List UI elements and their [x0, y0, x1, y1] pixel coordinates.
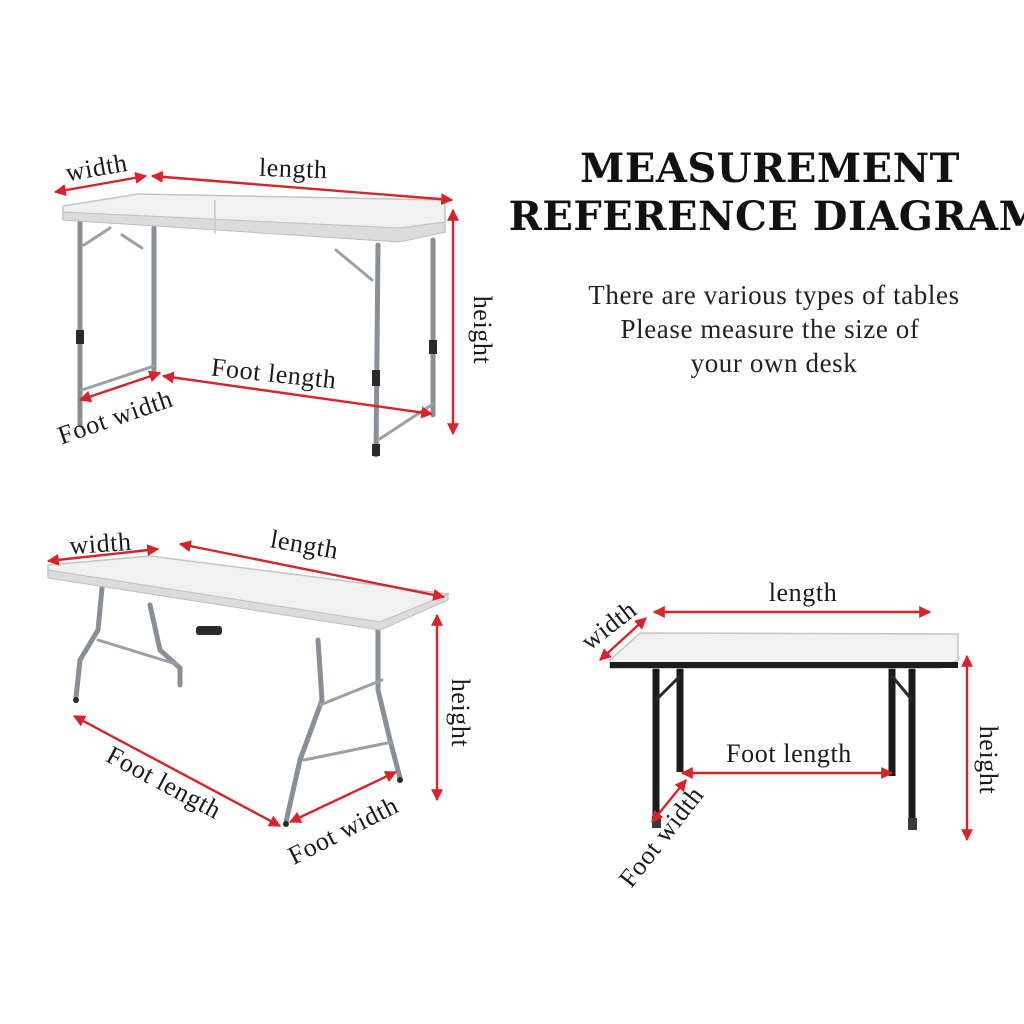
table-3-leg-foot — [908, 818, 917, 830]
table-3-foot-width-arrow — [651, 779, 687, 823]
table-2-leg-front-right — [283, 637, 325, 825]
table-1-handle — [120, 233, 144, 250]
table-2-leg-back-right — [375, 625, 403, 781]
table-1-foot-width-arrow — [78, 370, 162, 403]
table-3-length-label: length — [769, 578, 838, 607]
table-1-brace-b — [334, 248, 374, 282]
table-3-measurements: width length height Foot length Foot wid… — [575, 578, 1003, 893]
table-2-foot-length-label: Foot length — [102, 740, 227, 825]
table-2-leg-foot — [73, 697, 79, 703]
table-2-foot-width-arrow — [288, 770, 398, 824]
table-1-brace-a — [82, 226, 112, 247]
table-1-foot-length-label: Foot length — [210, 353, 338, 395]
table-3-brace-left — [654, 674, 682, 702]
table-2-handle — [196, 626, 222, 635]
table-1-leg-front-right — [373, 242, 381, 458]
table-3-foot-length-label: Foot length — [726, 739, 852, 768]
table-3-foot-width-label: Foot width — [613, 781, 709, 893]
table-2-foot-length-arrow — [72, 714, 282, 828]
table-2-leg-back-left — [73, 585, 105, 701]
table-1-tabletop-edge — [62, 211, 446, 243]
table-1-length-label: length — [259, 153, 329, 184]
table-2-foot-width-label: Foot width — [283, 790, 403, 870]
table-3-brace-right — [890, 675, 914, 701]
note-line-3: your own desk — [691, 348, 858, 378]
title-line-2: REFERENCE DIAGRAM — [509, 193, 1024, 240]
table-1-illustration — [62, 193, 446, 458]
table-3-illustration — [609, 632, 959, 830]
table-2-width-label: width — [68, 527, 132, 560]
table-2-leg-foot — [397, 777, 403, 783]
table-1-length-arrow — [150, 170, 454, 206]
table-2-brace-left — [96, 638, 178, 666]
table-2-brace-foot — [302, 740, 394, 762]
table-3-frame — [610, 662, 958, 668]
table-1-height-label: height — [468, 296, 497, 365]
table-1-leg-foot — [372, 444, 380, 456]
table-2-tabletop-edge — [47, 569, 449, 631]
table-1-leg-clip — [76, 330, 84, 344]
table-2-leg-foot — [283, 821, 289, 827]
note-line-2: Please measure the size of — [621, 314, 920, 344]
table-2-height-label: height — [446, 679, 475, 748]
table-1-foot-length-arrow — [161, 371, 434, 419]
table-2-tabletop — [47, 555, 451, 629]
table-2-length-label: length — [268, 524, 341, 564]
table-2-illustration — [47, 555, 451, 827]
table-3-width-arrow — [599, 617, 647, 661]
note-line-1: There are various types of tables — [588, 280, 959, 310]
table-2-width-arrow — [46, 544, 160, 566]
table-1-leg-clip — [429, 340, 437, 354]
title-line-1: MEASUREMENT — [580, 145, 960, 192]
table-2-brace-right — [318, 678, 384, 707]
table-1-leg-clip — [372, 370, 380, 386]
table-1-width-arrow — [53, 171, 148, 197]
table-2-leg-back-left-inner — [147, 602, 183, 688]
table-2-length-arrow — [178, 540, 446, 601]
table-3-height-label: height — [974, 726, 1003, 795]
table-1-foot-width-label: Foot width — [54, 384, 176, 450]
